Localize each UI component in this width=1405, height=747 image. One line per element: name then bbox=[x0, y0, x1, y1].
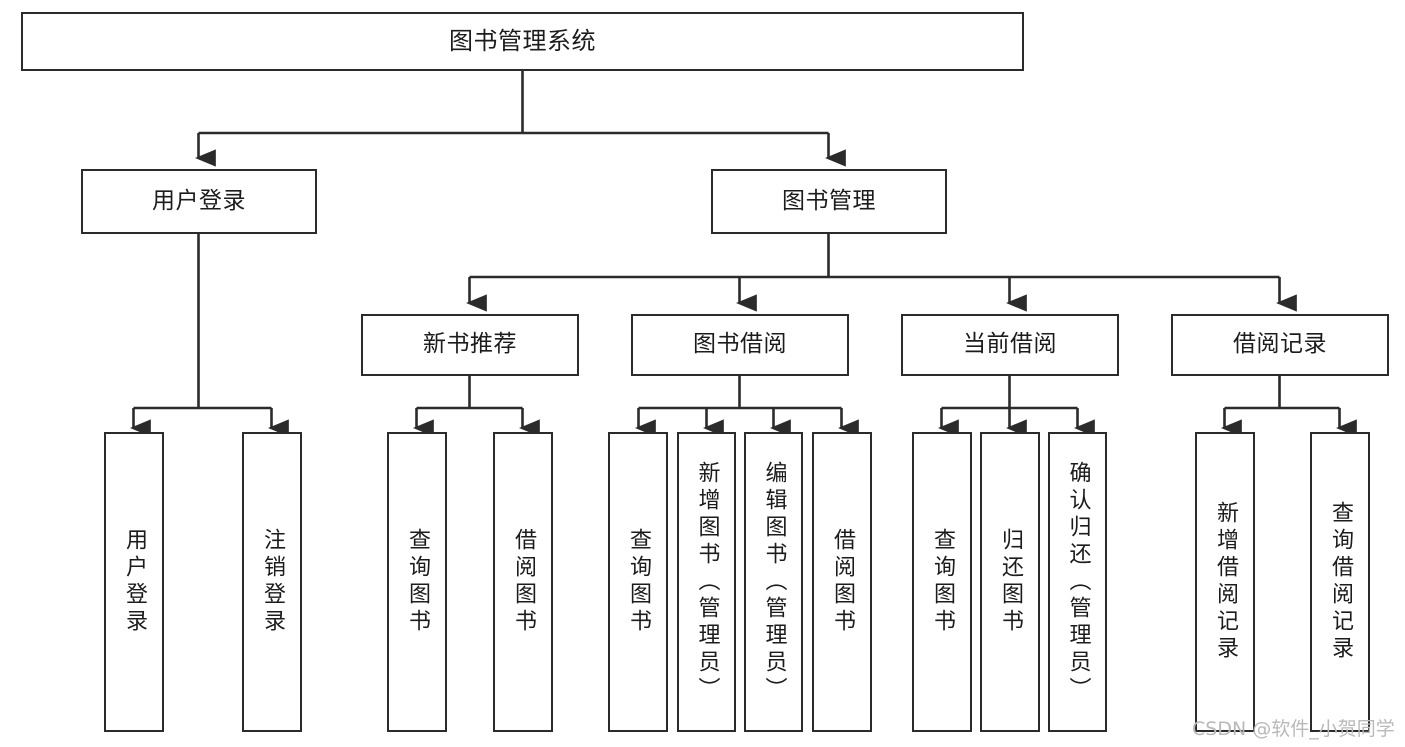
node-leaf-user-login[interactable]: 用户登录 bbox=[104, 432, 164, 732]
node-leaf-return-book[interactable]: 归还图书 bbox=[980, 432, 1040, 732]
node-leaf-borrow-book-1-label: 借阅图书 bbox=[511, 528, 536, 636]
node-book-manage-label: 图书管理 bbox=[782, 187, 876, 214]
node-leaf-query-book-2-label: 查询图书 bbox=[626, 528, 651, 636]
node-leaf-add-borrow-record[interactable]: 新增借阅记录 bbox=[1195, 432, 1255, 732]
node-book-borrow-label: 图书借阅 bbox=[693, 331, 787, 358]
node-leaf-borrow-book-2-label: 借阅图书 bbox=[830, 528, 855, 636]
node-user-login-label: 用户登录 bbox=[152, 187, 246, 214]
watermark: CSDN @软件_小贺同学 bbox=[1192, 718, 1395, 740]
node-new-book-recommend[interactable]: 新书推荐 bbox=[361, 314, 579, 376]
node-leaf-query-book-1-label: 查询图书 bbox=[405, 528, 430, 636]
node-leaf-add-book-admin-label: 新增图书（管理员） bbox=[694, 460, 720, 704]
node-leaf-return-book-label: 归还图书 bbox=[998, 528, 1023, 636]
node-leaf-borrow-book-1[interactable]: 借阅图书 bbox=[493, 432, 553, 732]
node-leaf-add-borrow-record-label: 新增借阅记录 bbox=[1213, 501, 1238, 663]
node-root[interactable]: 图书管理系统 bbox=[21, 12, 1024, 71]
node-leaf-edit-book-admin-label: 编辑图书（管理员） bbox=[761, 460, 787, 704]
node-leaf-logout-login[interactable]: 注销登录 bbox=[242, 432, 302, 732]
node-leaf-query-borrow-record[interactable]: 查询借阅记录 bbox=[1310, 432, 1370, 732]
node-leaf-confirm-return-admin[interactable]: 确认归还（管理员） bbox=[1048, 432, 1107, 732]
node-borrow-record[interactable]: 借阅记录 bbox=[1171, 314, 1389, 376]
node-leaf-query-book-2[interactable]: 查询图书 bbox=[608, 432, 668, 732]
node-user-login[interactable]: 用户登录 bbox=[81, 169, 317, 234]
node-book-manage[interactable]: 图书管理 bbox=[711, 169, 947, 234]
node-root-label: 图书管理系统 bbox=[449, 27, 596, 56]
node-leaf-logout-login-label: 注销登录 bbox=[260, 528, 285, 636]
node-leaf-query-book-3[interactable]: 查询图书 bbox=[912, 432, 972, 732]
node-leaf-user-login-label: 用户登录 bbox=[122, 528, 147, 636]
node-book-borrow[interactable]: 图书借阅 bbox=[631, 314, 849, 376]
node-new-book-recommend-label: 新书推荐 bbox=[423, 331, 517, 358]
node-leaf-add-book-admin[interactable]: 新增图书（管理员） bbox=[677, 432, 736, 732]
node-leaf-query-borrow-record-label: 查询借阅记录 bbox=[1328, 501, 1353, 663]
node-borrow-record-label: 借阅记录 bbox=[1233, 331, 1327, 358]
node-leaf-edit-book-admin[interactable]: 编辑图书（管理员） bbox=[744, 432, 803, 732]
node-leaf-query-book-3-label: 查询图书 bbox=[930, 528, 955, 636]
node-leaf-borrow-book-2[interactable]: 借阅图书 bbox=[812, 432, 872, 732]
node-current-borrow[interactable]: 当前借阅 bbox=[901, 314, 1119, 376]
node-current-borrow-label: 当前借阅 bbox=[963, 331, 1057, 358]
node-leaf-query-book-1[interactable]: 查询图书 bbox=[387, 432, 447, 732]
node-leaf-confirm-return-admin-label: 确认归还（管理员） bbox=[1065, 460, 1091, 704]
